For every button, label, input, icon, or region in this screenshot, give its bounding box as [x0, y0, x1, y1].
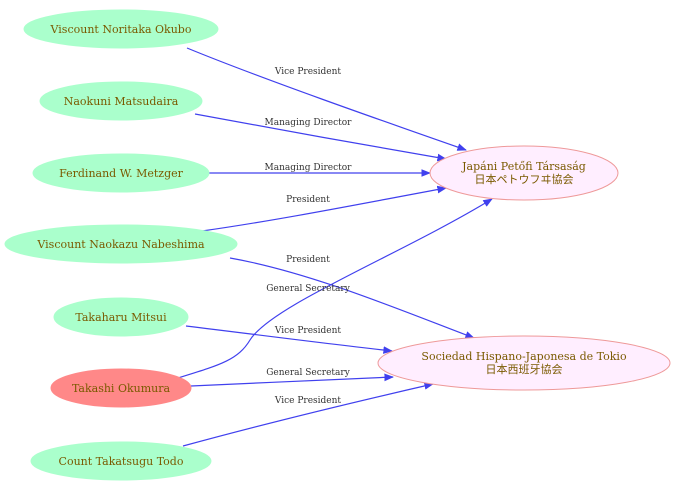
edge-label-nabeshima-hispano: President	[286, 255, 330, 265]
person-label: Naokuni Matsudaira	[64, 95, 179, 108]
person-label: Count Takatsugu Todo	[59, 455, 184, 468]
person-ellipse	[50, 368, 192, 408]
edge-nabeshima-petofi	[201, 185, 447, 232]
edge-okumura-petofi	[177, 198, 493, 379]
edge-matsudaira-petofi	[194, 113, 447, 162]
edge-label-mitsui-hispano: Vice President	[274, 326, 342, 336]
person-node-mitsui[interactable]: Takaharu Mitsui	[53, 297, 189, 337]
edge-mitsui-hispano	[185, 325, 393, 354]
person-label: Viscount Naokazu Nabeshima	[36, 238, 205, 251]
edge-label-okubo-petofi: Vice President	[274, 67, 342, 77]
organization-sublabel: 日本西班牙協会	[486, 362, 563, 376]
edge-label-matsudaira-petofi: Managing Director	[265, 118, 353, 128]
person-label: Takashi Okumura	[72, 382, 171, 395]
edge-label-metzger-petofi: Managing Director	[265, 163, 353, 173]
edge-label-okumura-petofi: General Secretary	[266, 284, 350, 294]
person-node-matsudaira[interactable]: Naokuni Matsudaira	[39, 81, 203, 121]
person-ellipse	[23, 9, 219, 49]
edge-label-nabeshima-petofi: President	[286, 195, 330, 205]
person-ellipse	[53, 297, 189, 337]
edge-okubo-petofi	[186, 47, 467, 151]
person-node-nabeshima[interactable]: Viscount Naokazu Nabeshima	[4, 224, 238, 264]
edge-label-okumura-hispano: General Secretary	[266, 368, 350, 378]
person-label: Takaharu Mitsui	[75, 311, 167, 324]
organization-label: Japáni Petőfi Társaság	[461, 160, 586, 173]
person-node-okumura[interactable]: Takashi Okumura	[50, 368, 192, 408]
edge-nabeshima-hispano	[229, 257, 475, 339]
organization-sublabel: 日本ペトウフヰ協会	[475, 172, 574, 186]
person-ellipse	[39, 81, 203, 121]
person-node-todo[interactable]: Count Takatsugu Todo	[30, 441, 212, 481]
person-node-metzger[interactable]: Ferdinand W. Metzger	[32, 153, 210, 193]
person-label: Ferdinand W. Metzger	[59, 167, 184, 180]
organization-label: Sociedad Hispano-Japonesa de Tokio	[421, 350, 627, 363]
person-ellipse	[4, 224, 238, 264]
organization-ellipse	[429, 145, 619, 201]
organization-ellipse	[377, 335, 671, 391]
edge-okumura-hispano	[190, 373, 394, 387]
person-node-okubo[interactable]: Viscount Noritaka Okubo	[23, 9, 219, 49]
edge-label-todo-hispano: Vice President	[274, 396, 342, 406]
edges-layer	[177, 47, 493, 447]
organization-node-hispano[interactable]: Sociedad Hispano-Japonesa de Tokio日本西班牙協…	[377, 335, 671, 391]
person-ellipse	[30, 441, 212, 481]
person-ellipse	[32, 153, 210, 193]
person-label: Viscount Noritaka Okubo	[50, 23, 192, 36]
edge-todo-hispano	[182, 382, 434, 447]
